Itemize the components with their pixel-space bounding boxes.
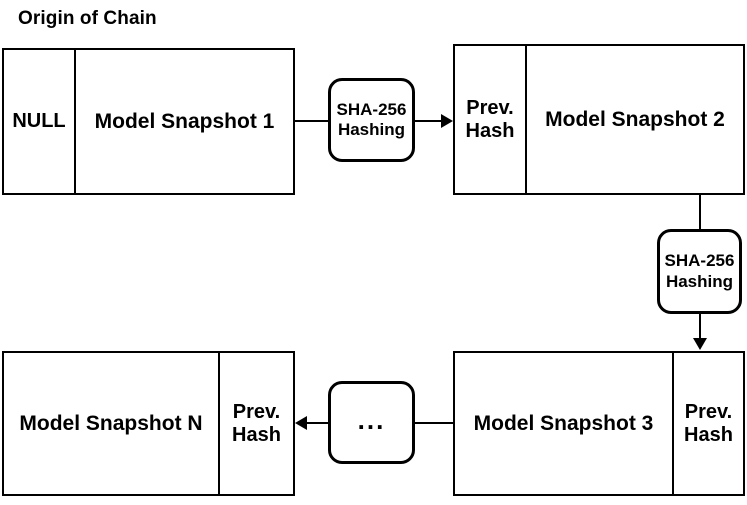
block-n[interactable]: Model Snapshot N Prev. Hash bbox=[2, 351, 295, 496]
block-2-snapshot-cell: Model Snapshot 2 bbox=[545, 107, 725, 131]
block-1-snapshot-cell: Model Snapshot 1 bbox=[94, 109, 275, 133]
diagram-title: Origin of Chain bbox=[18, 8, 157, 29]
arrowhead-down-to-block3 bbox=[693, 338, 707, 350]
connector-block1-to-hash1 bbox=[295, 120, 328, 122]
connector-continuation-to-blockn bbox=[307, 422, 328, 424]
arrowhead-left-to-blockn bbox=[295, 416, 307, 430]
block-1-prev-hash-cell: NULL bbox=[4, 50, 76, 193]
block-1[interactable]: NULL Model Snapshot 1 bbox=[2, 48, 295, 195]
arrowhead-right-to-block2 bbox=[441, 114, 453, 128]
block-3-snapshot-cell: Model Snapshot 3 bbox=[455, 353, 674, 494]
connector-hash1-to-block2 bbox=[415, 120, 443, 122]
block-3-prev-hash-cell: Prev. Hash bbox=[684, 401, 733, 446]
connector-block2-to-hash2 bbox=[699, 195, 701, 229]
hash-process-2[interactable]: SHA-256 Hashing bbox=[657, 229, 742, 314]
connector-hash2-to-block3 bbox=[699, 314, 701, 338]
block-n-snapshot-cell: Model Snapshot N bbox=[4, 353, 220, 494]
continuation-process[interactable]: ... bbox=[328, 381, 415, 464]
connector-block3-to-continuation bbox=[415, 422, 454, 424]
block-3[interactable]: Model Snapshot 3 Prev. Hash bbox=[453, 351, 745, 496]
block-2[interactable]: Prev. Hash Model Snapshot 2 bbox=[453, 44, 745, 195]
block-2-prev-hash-cell: Prev. Hash bbox=[455, 46, 527, 193]
hash-process-1[interactable]: SHA-256 Hashing bbox=[328, 78, 415, 162]
block-n-prev-hash-cell: Prev. Hash bbox=[232, 401, 281, 446]
